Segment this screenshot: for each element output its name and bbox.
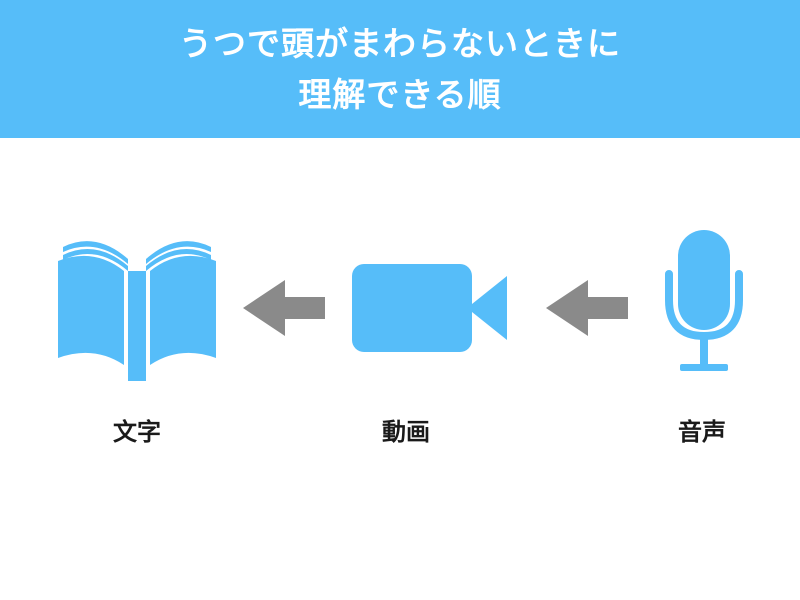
- microphone-icon: [664, 230, 744, 372]
- label-audio: 音声: [678, 418, 726, 446]
- arrow-left-icon: [546, 280, 628, 336]
- arrow-left-icon: [243, 280, 325, 336]
- title-banner: うつで頭がまわらないときに 理解できる順: [0, 0, 800, 138]
- book-icon: [58, 233, 216, 381]
- video-camera-icon: [352, 264, 507, 352]
- title-line-2: 理解できる順: [298, 75, 502, 114]
- title-line-1: うつで頭がまわらないときに: [179, 24, 621, 63]
- label-video: 動画: [382, 418, 430, 446]
- label-text: 文字: [113, 418, 161, 446]
